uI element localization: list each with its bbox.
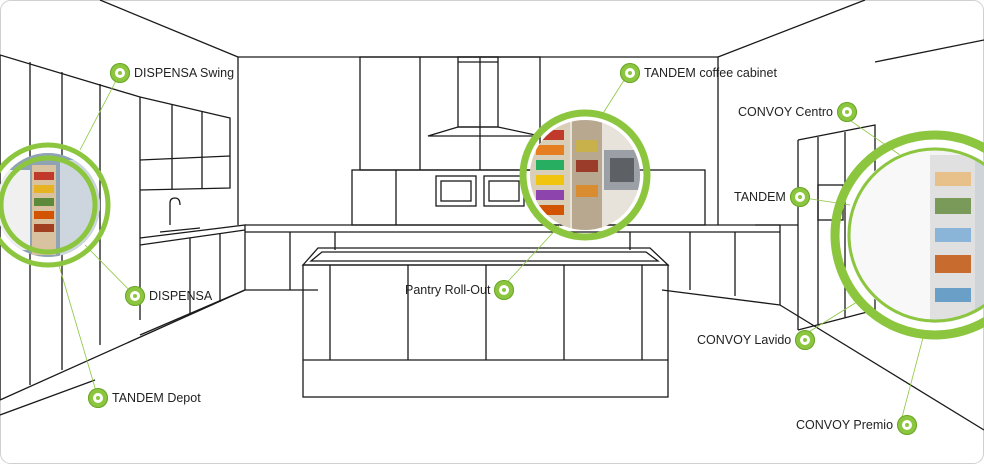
hotspot-marker-icon[interactable] bbox=[88, 388, 108, 408]
hotspot-label: TANDEM coffee cabinet bbox=[644, 66, 777, 80]
hotspot-pantry-rollout[interactable]: Pantry Roll-Out bbox=[405, 280, 515, 300]
hotspot-marker-icon[interactable] bbox=[110, 63, 130, 83]
hotspot-tandem[interactable]: TANDEM bbox=[734, 187, 810, 207]
hotspot-marker-icon[interactable] bbox=[897, 415, 918, 435]
hotspot-label: Pantry Roll-Out bbox=[405, 283, 491, 297]
hotspot-convoy-lavido[interactable]: CONVOY Lavido bbox=[697, 330, 816, 350]
hotspot-convoy-centro[interactable]: CONVOY Centro bbox=[738, 102, 857, 122]
dispensa-photo bbox=[0, 142, 111, 268]
hotspot-marker-icon[interactable] bbox=[125, 286, 145, 306]
hotspot-tandem-coffee[interactable]: TANDEM coffee cabinet bbox=[620, 63, 777, 83]
hotspot-label: DISPENSA bbox=[149, 289, 213, 303]
hotspot-dispensa-swing[interactable]: DISPENSA Swing bbox=[110, 63, 234, 83]
hotspot-marker-icon[interactable] bbox=[789, 187, 810, 207]
tandem-coffee-photo bbox=[519, 109, 651, 241]
hotspot-label: TANDEM Depot bbox=[112, 391, 201, 405]
convoy-premio-photo bbox=[830, 130, 984, 340]
hotspot-label: CONVOY Premio bbox=[796, 418, 894, 432]
hotspot-label: DISPENSA Swing bbox=[134, 66, 235, 80]
hotspot-dispensa[interactable]: DISPENSA bbox=[125, 286, 212, 306]
hotspot-tandem-depot[interactable]: TANDEM Depot bbox=[88, 388, 201, 408]
hotspot-marker-icon[interactable] bbox=[795, 330, 816, 350]
hotspot-marker-icon[interactable] bbox=[836, 102, 857, 122]
hotspot-label: CONVOY Lavido bbox=[697, 333, 792, 347]
hotspot-label: TANDEM bbox=[734, 190, 786, 204]
hotspot-label: CONVOY Centro bbox=[738, 105, 833, 119]
hotspot-marker-icon[interactable] bbox=[494, 280, 515, 300]
hotspot-marker-icon[interactable] bbox=[620, 63, 640, 83]
hotspot-convoy-premio[interactable]: CONVOY Premio bbox=[796, 415, 918, 435]
